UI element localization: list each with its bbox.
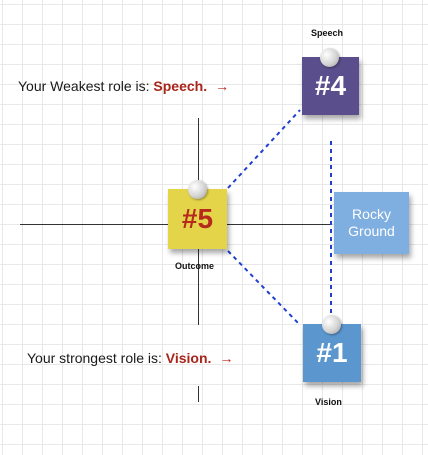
weakest-prefix: Your Weakest role is: — [18, 78, 154, 94]
vertical-axis-tick — [198, 386, 199, 402]
weakest-role-message: Your Weakest role is: Speech. → — [18, 78, 229, 94]
weakest-role: Speech. — [153, 78, 208, 94]
vision-label: Vision — [315, 397, 342, 407]
strongest-role: Vision. — [165, 350, 212, 366]
note-outcome: #5 — [168, 189, 227, 249]
pushpin-icon — [320, 48, 339, 67]
strongest-prefix: Your strongest role is: — [27, 350, 166, 366]
right-arrow-icon: → — [215, 78, 230, 94]
speech-label: Speech — [311, 28, 344, 38]
connector-5-to-1 — [227, 250, 301, 326]
right-arrow-icon: → — [219, 350, 234, 366]
connector-5-to-4 — [227, 109, 301, 189]
pushpin-icon — [188, 180, 207, 199]
outcome-label: Outcome — [175, 261, 215, 271]
pushpin-icon — [322, 315, 341, 334]
rocky-ground-note: Rocky Ground — [334, 192, 409, 254]
strongest-role-message: Your strongest role is: Vision. → — [27, 350, 233, 366]
